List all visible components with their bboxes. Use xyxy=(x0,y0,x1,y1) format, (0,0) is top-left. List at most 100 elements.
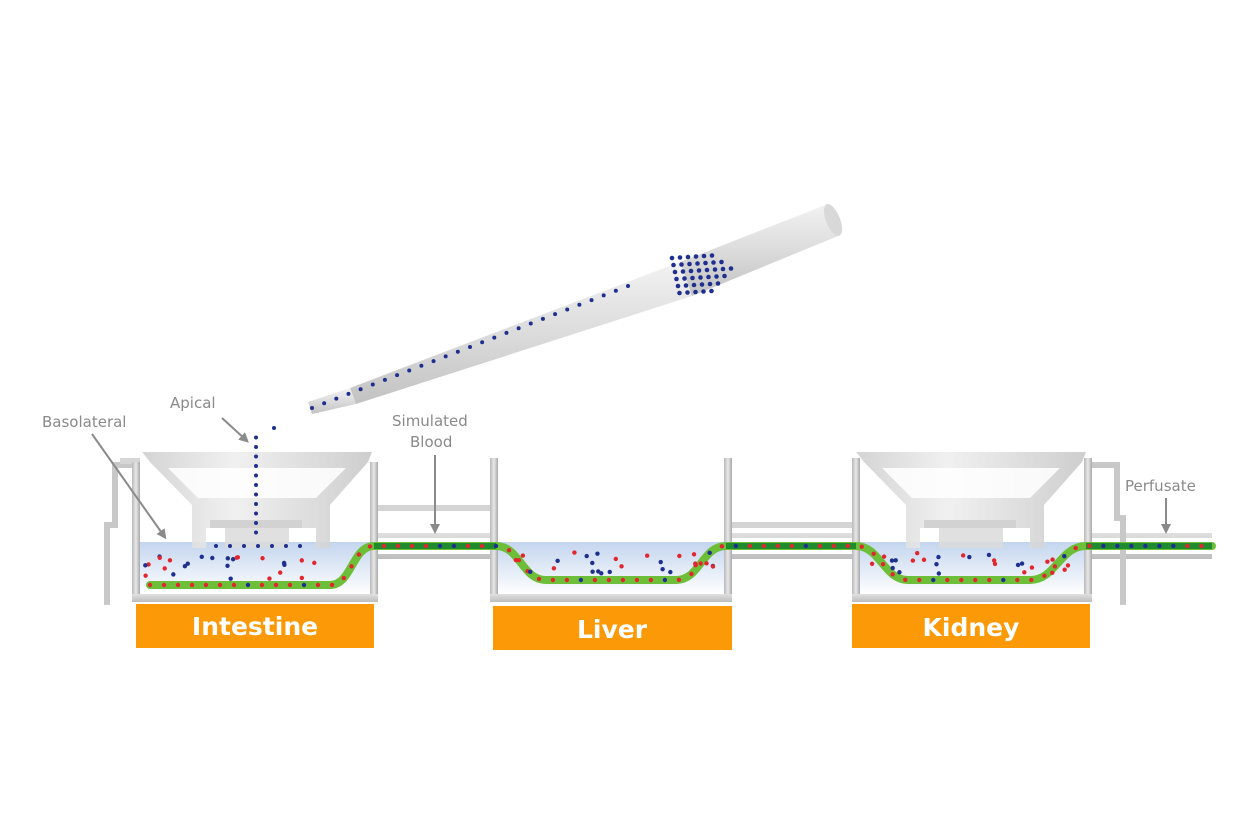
organ-label-bg xyxy=(136,604,374,648)
drug-dot xyxy=(712,267,718,272)
membrane-dot xyxy=(203,582,209,588)
medium-dot xyxy=(1062,567,1067,572)
membrane-dot xyxy=(880,562,886,567)
drug-dot xyxy=(709,288,714,294)
channel-upper-bar xyxy=(378,505,496,511)
membrane-dot xyxy=(231,582,237,588)
drug-dot xyxy=(677,255,683,260)
intestine-wall-left xyxy=(132,462,140,602)
drug-dot xyxy=(719,259,724,265)
medium-dot xyxy=(1022,570,1027,575)
medium-dot xyxy=(1029,565,1035,570)
membrane-dot xyxy=(931,577,936,583)
membrane-dot xyxy=(689,571,694,577)
membrane-dot xyxy=(395,543,401,549)
drug-dot xyxy=(669,255,675,261)
intestine-insert-base xyxy=(225,528,289,548)
medium-dot xyxy=(234,555,239,560)
drug-dot xyxy=(703,260,708,266)
drug-dot xyxy=(455,349,460,354)
drug-dot xyxy=(284,544,288,548)
medium-dot xyxy=(584,553,589,559)
membrane-dot xyxy=(536,576,542,582)
membrane-dot xyxy=(349,564,354,569)
medium-dot xyxy=(710,564,716,569)
drug-dot xyxy=(254,502,258,506)
medium-dot xyxy=(691,552,697,557)
drug-dot xyxy=(688,268,694,274)
organ-label-liver: Liver xyxy=(493,606,732,650)
membrane-dot xyxy=(381,543,387,549)
drug-dot xyxy=(346,391,351,396)
membrane-dot xyxy=(564,577,570,583)
medium-dot xyxy=(644,553,650,558)
callouts: Apical Basolateral Simulated Blood Perfu… xyxy=(42,394,1196,540)
drug-dot xyxy=(407,368,412,373)
label-blood: Blood xyxy=(410,433,452,451)
medium-dot xyxy=(677,553,682,559)
drug-dot xyxy=(492,335,497,340)
drug-dot xyxy=(256,544,260,548)
membrane-dot xyxy=(301,582,307,588)
drug-dot xyxy=(254,511,258,516)
membrane-dot xyxy=(945,577,950,583)
medium-dot xyxy=(893,558,898,563)
membrane-dot xyxy=(1185,543,1190,549)
membrane-dot xyxy=(578,577,584,583)
medium-dot xyxy=(513,557,519,563)
channel-upper-bar xyxy=(730,522,852,528)
membrane-dot xyxy=(437,543,443,549)
membrane-dot xyxy=(479,543,485,549)
medium-dot xyxy=(1015,562,1021,568)
medium-dot xyxy=(658,559,663,565)
medium-dot xyxy=(619,564,624,569)
medium-dot xyxy=(520,553,526,558)
medium-dot xyxy=(157,555,162,560)
organ-label-kidney: Kidney xyxy=(852,604,1090,648)
drug-dot xyxy=(431,359,436,364)
drug-dot xyxy=(693,254,699,259)
drug-dot xyxy=(565,307,570,312)
medium-dot xyxy=(914,550,920,556)
drug-dot xyxy=(626,284,630,288)
membrane-dot xyxy=(341,575,347,581)
membrane-dot xyxy=(789,543,795,549)
drug-dot xyxy=(504,330,509,335)
kidney-wall-bottom xyxy=(852,594,1092,602)
membrane-dot xyxy=(189,582,195,588)
membrane-dot xyxy=(259,582,265,588)
drug-dot xyxy=(706,274,711,280)
medium-dot xyxy=(555,558,560,564)
drug-dot xyxy=(395,373,400,378)
drug-dot xyxy=(709,253,715,258)
drug-dot xyxy=(382,377,387,382)
liver-medium xyxy=(498,542,724,594)
medium-dot xyxy=(282,562,287,567)
membrane-dot xyxy=(1062,553,1067,559)
drug-dot xyxy=(695,261,700,266)
membrane-dot xyxy=(367,544,373,549)
membrane-dot xyxy=(1042,573,1047,578)
drug-dot xyxy=(675,283,681,289)
medium-dot xyxy=(910,558,916,563)
medium-dot xyxy=(230,557,236,562)
membrane-dot xyxy=(845,543,851,549)
membrane-dots xyxy=(147,543,1204,588)
membrane-dot xyxy=(733,543,739,549)
drug-dot xyxy=(691,282,697,288)
membrane-dot xyxy=(329,582,335,588)
drug-dot xyxy=(728,266,734,271)
drug-dot xyxy=(358,387,363,392)
membrane-dot xyxy=(761,543,767,549)
medium-dot xyxy=(921,557,927,562)
membrane-dot xyxy=(648,577,654,583)
medium-dot xyxy=(936,571,942,576)
drug-dot xyxy=(715,281,721,286)
membrane-dot xyxy=(506,547,512,553)
medium-dot xyxy=(590,569,595,574)
drug-dot xyxy=(553,312,558,317)
membrane-dot xyxy=(592,577,598,583)
kidney-medium xyxy=(860,542,1084,594)
medium-dot xyxy=(267,576,272,581)
medium-dot xyxy=(967,554,972,560)
